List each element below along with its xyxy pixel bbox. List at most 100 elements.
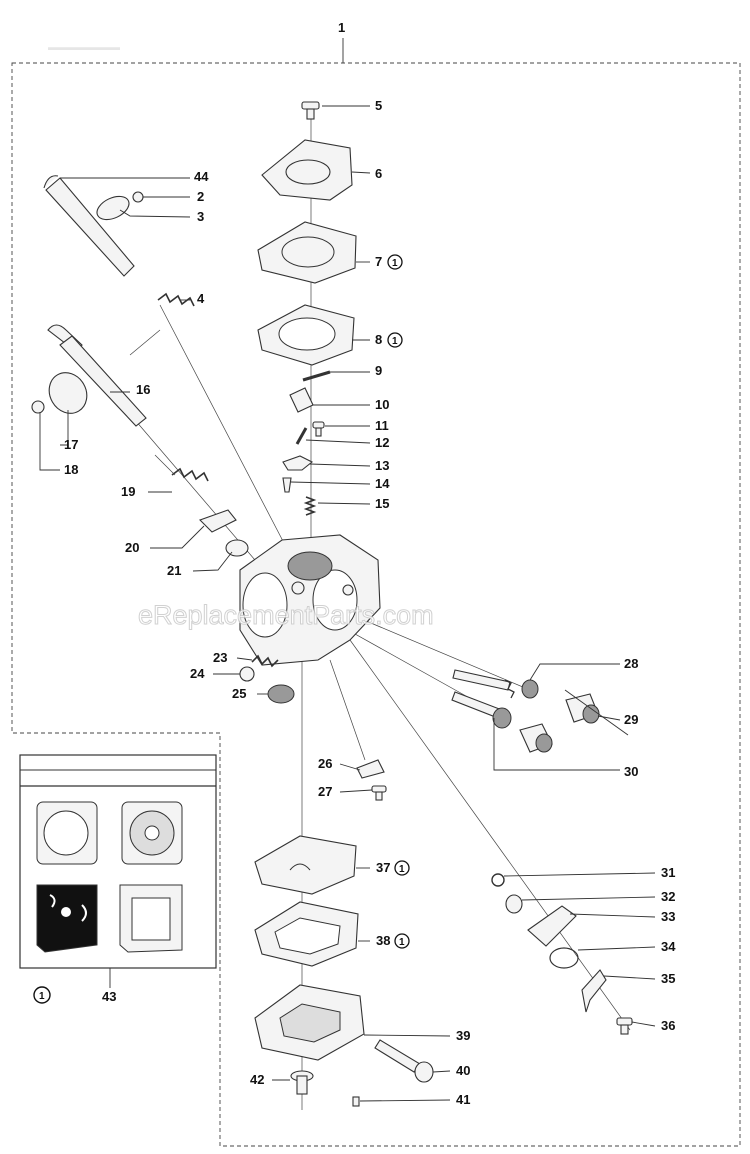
part-ball-24: [239, 666, 255, 682]
part-screw-18: [31, 400, 45, 414]
callout-18: 18: [64, 462, 78, 477]
part-screw-40: [374, 1039, 434, 1083]
leader-line-31: [503, 872, 656, 877]
callout-10: 10: [375, 397, 389, 412]
leader-line-41: [359, 1099, 451, 1102]
callout-27: 27: [318, 784, 332, 799]
kit-circle-37: [394, 860, 410, 876]
callout-7: 7: [375, 254, 382, 269]
callout-33: 33: [661, 909, 675, 924]
callout-17: 17: [64, 437, 78, 452]
leader-line-30: [493, 718, 620, 771]
leader-line-29: [597, 715, 621, 721]
part-throttle-shaft-44: [43, 175, 135, 277]
callout-36: 36: [661, 1018, 675, 1033]
callout-2: 2: [197, 189, 204, 204]
kit-marker-text: 1: [39, 991, 45, 1002]
kit-circle-38: [394, 933, 410, 949]
callout-34: 34: [661, 939, 676, 954]
leader-line-17: [60, 410, 69, 446]
part-screw-36: [616, 1017, 633, 1035]
leader-line-32: [521, 896, 656, 901]
callout-31: 31: [661, 865, 675, 880]
leader-line-40: [432, 1070, 451, 1073]
callout-29: 29: [624, 712, 638, 727]
part-throttle-plate-3: [96, 195, 130, 221]
callout-3: 3: [197, 209, 204, 224]
callout-30: 30: [624, 764, 638, 779]
part-needle-30: [451, 691, 553, 753]
watermark: eReplacementParts.com: [138, 600, 434, 630]
callout-19: 19: [121, 484, 135, 499]
kit-circle-text-7: 1: [392, 258, 398, 269]
kit-circle-text-37: 1: [399, 864, 405, 875]
part-pin-41: [352, 1096, 360, 1107]
callout-4: 4: [197, 291, 205, 306]
part-spring-15: [303, 496, 317, 516]
kit-circle-text-8: 1: [392, 336, 398, 347]
diaphragm-37-detail: [289, 863, 311, 871]
part-bushing-32: [505, 894, 523, 914]
callout-39: 39: [456, 1028, 470, 1043]
part-screw-42: [290, 1070, 314, 1095]
part-lever-26: [356, 759, 385, 779]
part-screen-25: [267, 684, 295, 704]
diaphragm-ring: [281, 236, 335, 268]
pump-cover-boss: [285, 159, 331, 185]
leader-line-3: [119, 209, 191, 218]
kit-circle-7: [387, 254, 403, 270]
callout-40: 40: [456, 1063, 470, 1078]
leader-line-14: [290, 481, 371, 485]
kit-marker-circle: [33, 986, 51, 1004]
axis-lever-26: [329, 659, 366, 761]
callout-15: 15: [375, 496, 389, 511]
part-limiter-cap-29: [565, 693, 600, 724]
kit-gasket-1: [36, 801, 98, 865]
callout-11: 11: [375, 418, 389, 433]
carburetor-body: [239, 534, 381, 666]
kit-callout: 43: [102, 989, 116, 1004]
part-pin-9: [302, 370, 331, 382]
part-pin-12: [295, 427, 308, 445]
leader-line-26: [339, 763, 361, 771]
leader-line-34: [577, 946, 656, 951]
leader-line-33: [569, 913, 656, 918]
part-inlet-needle-14: [282, 477, 292, 493]
callout-42: 42: [250, 1072, 264, 1087]
callout-35: 35: [661, 971, 675, 986]
spring-19-arm: [154, 454, 176, 476]
leader-line-35: [603, 975, 656, 980]
callout-28: 28: [624, 656, 638, 671]
axis-adjust-high: [339, 609, 531, 691]
kit-metering-gasket: [119, 884, 183, 953]
leader-line-6: [351, 171, 371, 174]
callout-8: 8: [375, 332, 382, 347]
callout-25: 25: [232, 686, 246, 701]
callout-13: 13: [375, 458, 389, 473]
callout-24: 24: [190, 666, 205, 681]
part-screw-5: [301, 101, 320, 120]
part-lever-33: [527, 905, 577, 947]
part-needle-valve-10: [289, 387, 314, 413]
callout-21: 21: [167, 563, 181, 578]
leader-line-12: [305, 439, 371, 444]
leader-28-29-axis: [564, 689, 629, 736]
part-screw-2: [132, 191, 144, 203]
callout-37: 37: [376, 860, 390, 875]
cover-39-detail: [279, 1003, 341, 1043]
kit-inset: [19, 754, 217, 969]
callout-23: 23: [213, 650, 227, 665]
part-screw-27: [371, 785, 387, 801]
callout-38: 38: [376, 933, 390, 948]
callout-5: 5: [375, 98, 382, 113]
part-diaphragm-7: [257, 221, 357, 284]
part-spring-19: [171, 467, 209, 482]
part-bushing-21: [225, 539, 249, 557]
part-spring-4: [157, 292, 195, 307]
part-spring-23: [251, 654, 279, 668]
leader-line-36: [631, 1021, 656, 1027]
axis-choke: [134, 419, 256, 561]
